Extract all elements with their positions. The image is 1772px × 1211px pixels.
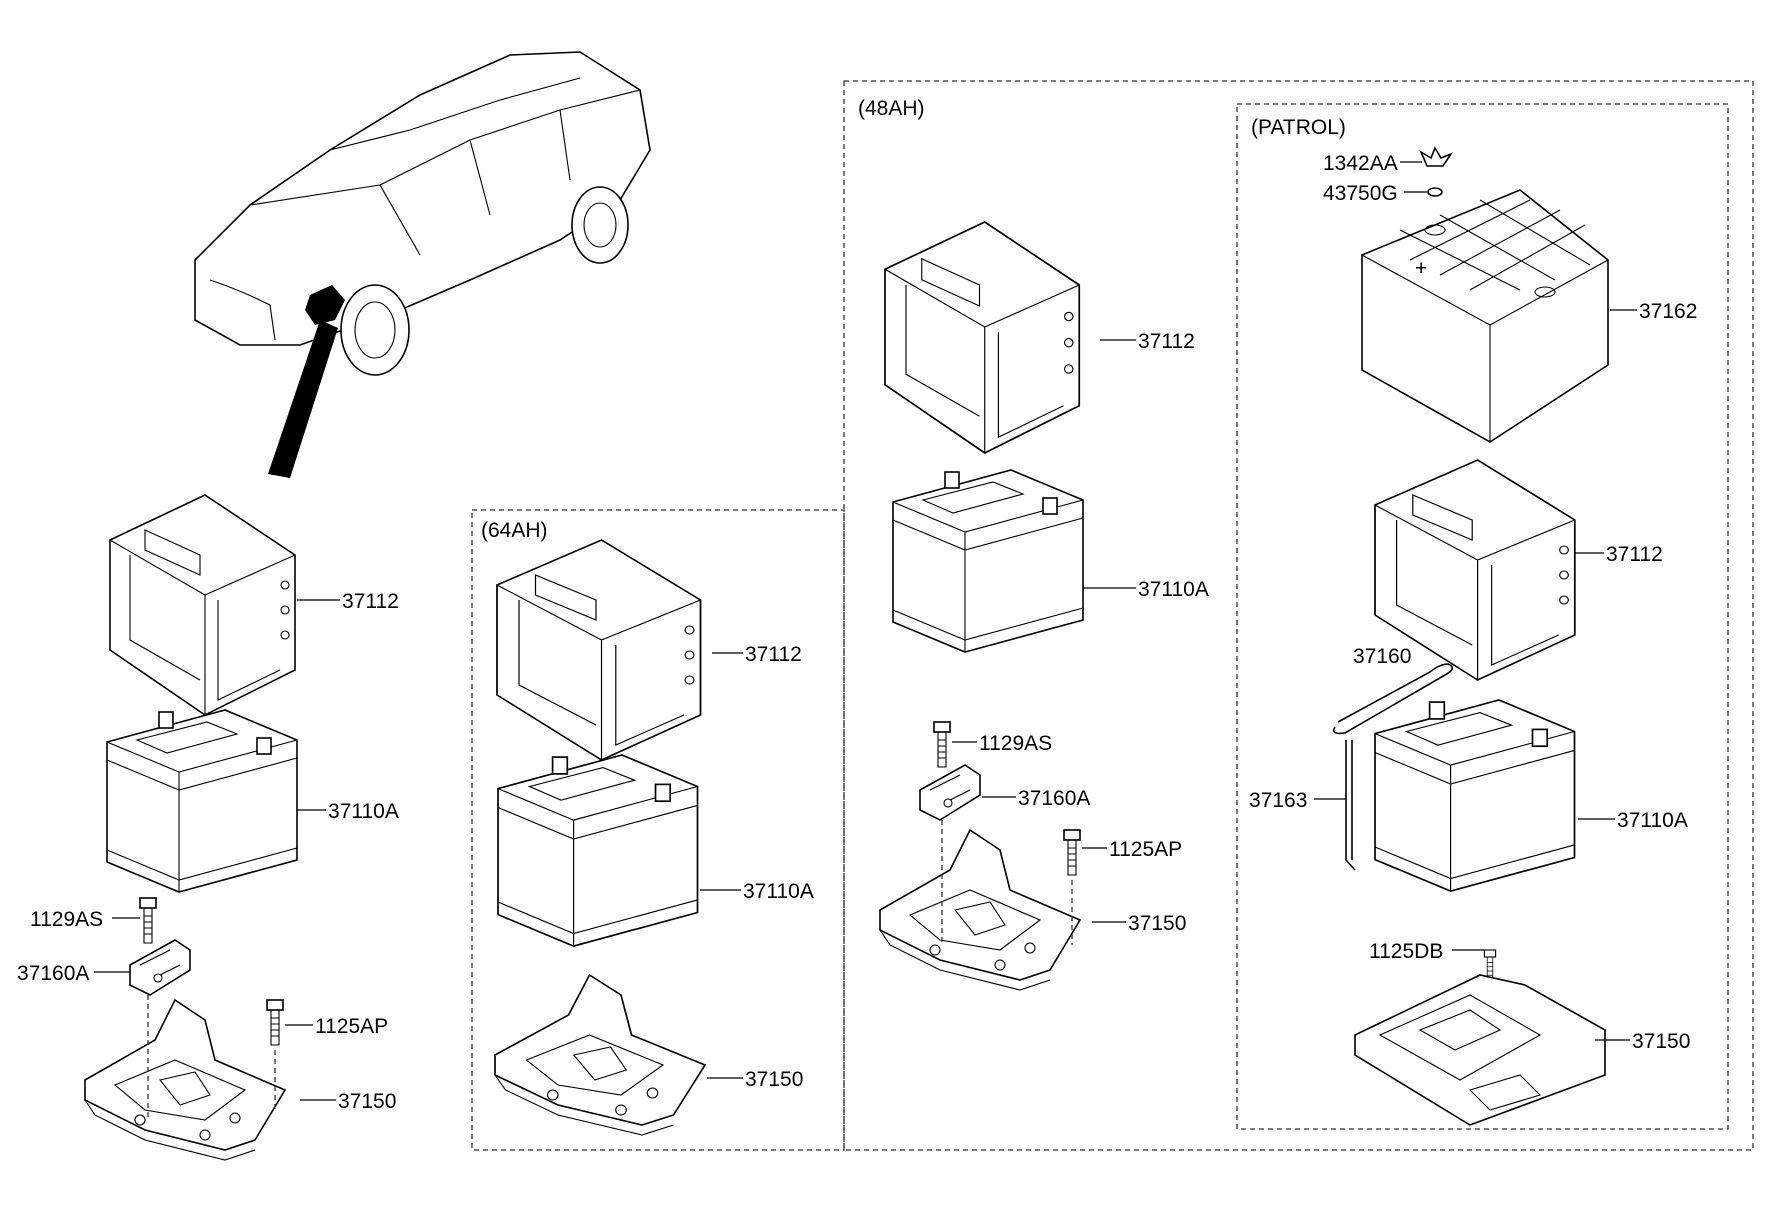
group-frame-48ah	[843, 80, 1754, 1151]
patrol-tray-callout: 37112	[1606, 543, 1663, 566]
patrol-clamp-rod	[1332, 663, 1454, 735]
g48-bolt-clamp-callout: 1129AS	[979, 732, 1052, 755]
patrol-battery-callout: 37110A	[1617, 809, 1688, 832]
g48-battery-callout: 37110A	[1138, 578, 1209, 601]
main-tray-callout: 37112	[342, 590, 399, 613]
group-frame-64ah	[471, 509, 845, 1151]
main-bolt-bracket	[266, 999, 284, 1046]
group-frame-patrol	[1236, 103, 1729, 1130]
patrol-washer-callout: 43750G	[1323, 182, 1398, 205]
g48-bolt-clamp	[933, 721, 951, 768]
patrol-bolt-long	[1345, 740, 1356, 871]
main-bolt-clamp-callout: 1129AS	[30, 908, 103, 931]
patrol-bolt-long-callout: 37163	[1249, 789, 1307, 812]
group-label-64ah: (64AH)	[481, 519, 548, 542]
patrol-washer	[1427, 187, 1443, 197]
g48-bolt-axis	[941, 820, 1073, 945]
g48-clamp-callout: 37160A	[1018, 787, 1090, 810]
main-tray	[109, 494, 296, 716]
main-clamp	[129, 939, 191, 996]
main-bolt-bracket-callout: 1125AP	[315, 1015, 388, 1038]
main-clamp-callout: 37160A	[17, 962, 89, 985]
main-battery-callout: 37110A	[328, 800, 399, 823]
g48-bracket	[879, 829, 1081, 991]
main-bracket-callout: 37150	[338, 1090, 396, 1113]
group-label-48ah: (48AH)	[858, 97, 925, 120]
patrol-battery	[1374, 699, 1576, 892]
g48-bolt-bracket-callout: 1125AP	[1109, 838, 1182, 861]
group-label-patrol: (PATROL)	[1251, 116, 1346, 139]
car-illustration	[194, 51, 651, 478]
patrol-battery-top: +	[1361, 189, 1609, 443]
patrol-bracket-callout: 37150	[1632, 1030, 1690, 1053]
g64-bracket	[494, 974, 706, 1136]
g48-tray-callout: 37112	[1138, 330, 1195, 353]
g64-battery	[497, 754, 699, 947]
g48-battery	[892, 469, 1084, 653]
g64-tray	[496, 539, 702, 761]
patrol-clamp-rod-callout: 37160	[1353, 645, 1411, 668]
main-bracket	[84, 999, 286, 1161]
main-bolt-clamp	[139, 897, 157, 944]
g48-tray	[884, 221, 1081, 454]
g48-bolt-bracket	[1063, 829, 1081, 876]
patrol-bolt-callout: 1125DB	[1369, 940, 1443, 963]
g64-battery-callout: 37110A	[743, 880, 814, 903]
g48-clamp	[919, 764, 981, 821]
patrol-nut	[1419, 146, 1454, 167]
g64-bracket-callout: 37150	[745, 1068, 803, 1091]
patrol-battery-top-callout: 37162	[1639, 300, 1697, 323]
g48-bracket-callout: 37150	[1128, 912, 1186, 935]
patrol-bracket	[1354, 974, 1606, 1126]
plus-icon: +	[1415, 257, 1427, 280]
main-bolt-axis	[147, 995, 276, 1120]
g64-tray-callout: 37112	[745, 643, 802, 666]
main-battery	[106, 709, 298, 893]
patrol-nut-callout: 1342AA	[1323, 152, 1398, 175]
